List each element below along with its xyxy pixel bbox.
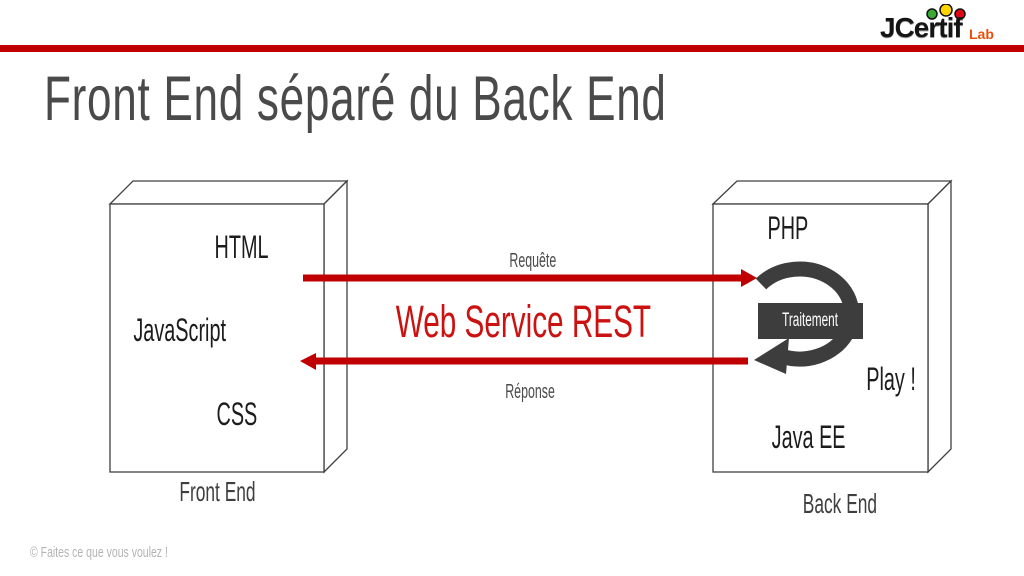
logo-traffic-dots-icon: [926, 4, 966, 20]
response-arrow-icon: [300, 353, 748, 370]
request-arrow-icon: [303, 269, 757, 287]
process-loop-icon: [754, 261, 863, 374]
footer-note: © Faites ce que vous voulez !: [30, 544, 168, 561]
front-end-box-front-face: [109, 203, 325, 473]
process-label-box: [758, 303, 863, 339]
header-divider: [0, 45, 1024, 52]
back-end-box-side-face: [927, 179, 952, 474]
front-end-box-side-face: [323, 179, 348, 474]
back-end-box-top-face: [711, 180, 953, 205]
front-end-box-top-face: [108, 180, 349, 205]
page-title: Front End séparé du Back End: [44, 64, 667, 134]
logo-suffix-text: Lab: [969, 26, 994, 42]
jcertif-lab-logo: JCertif Lab: [872, 4, 1012, 46]
logo-brand-text: JCertif: [880, 12, 963, 43]
front-end-box: [108, 179, 349, 474]
